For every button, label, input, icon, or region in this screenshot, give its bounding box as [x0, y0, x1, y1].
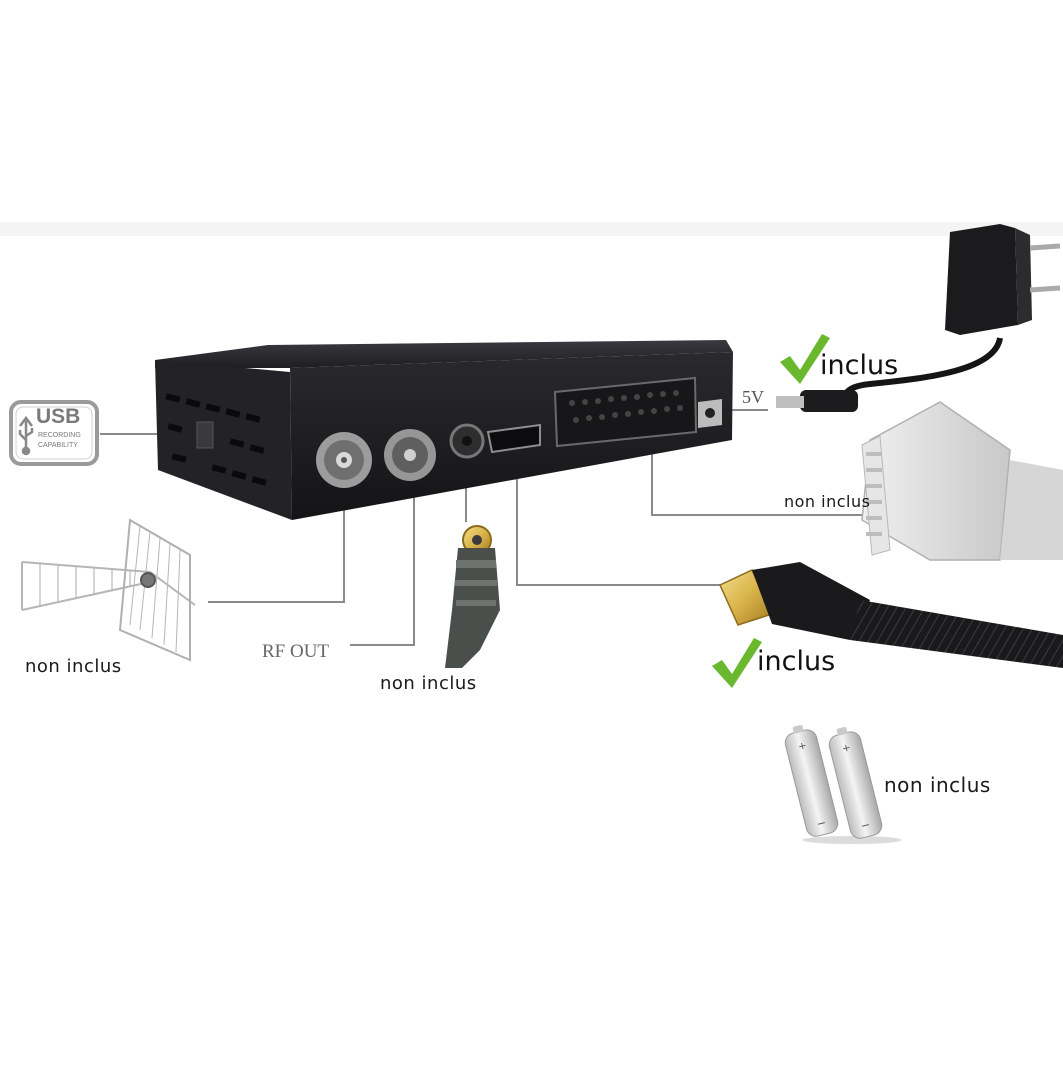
background-band — [0, 222, 1063, 236]
hdmi-included-label: inclus — [757, 646, 836, 677]
av-cable-status-label: non inclus — [380, 673, 477, 694]
rf-out-line — [350, 490, 415, 646]
batteries-status-label: non inclus — [884, 773, 991, 797]
scart-status-label: non inclus — [784, 492, 871, 511]
power-voltage-label: 5V — [742, 387, 764, 407]
av-cable-image — [445, 525, 500, 668]
hdmi-check-icon — [712, 638, 762, 688]
svg-text:+: + — [797, 740, 808, 753]
usb-badge — [9, 400, 99, 466]
scart-line — [651, 438, 880, 516]
usb-badge-subtitle-1: RECORDING — [38, 432, 81, 439]
hdmi-cable-image — [719, 562, 1063, 668]
antenna-line — [208, 502, 345, 603]
power-check-icon — [780, 334, 830, 384]
usb-trident-icon — [18, 415, 34, 456]
svg-text:−: − — [860, 818, 872, 833]
antenna-image — [21, 518, 196, 662]
usb-badge-title: USB — [36, 405, 81, 428]
rf-out-label: RF OUT — [262, 641, 330, 662]
power-included-label: inclus — [820, 350, 899, 381]
svg-text:+: + — [841, 742, 852, 755]
scart-plug-image — [861, 401, 1063, 561]
antenna-status-label: non inclus — [25, 656, 122, 677]
svg-text:−: − — [816, 816, 828, 831]
hdmi-line — [516, 458, 720, 586]
connector-lines — [100, 409, 880, 646]
receiver-box — [155, 340, 733, 520]
power-adapter-image — [776, 224, 1061, 412]
usb-badge-subtitle-2: CAPABILITY — [38, 442, 78, 449]
batteries-image: + − + − — [784, 725, 902, 844]
